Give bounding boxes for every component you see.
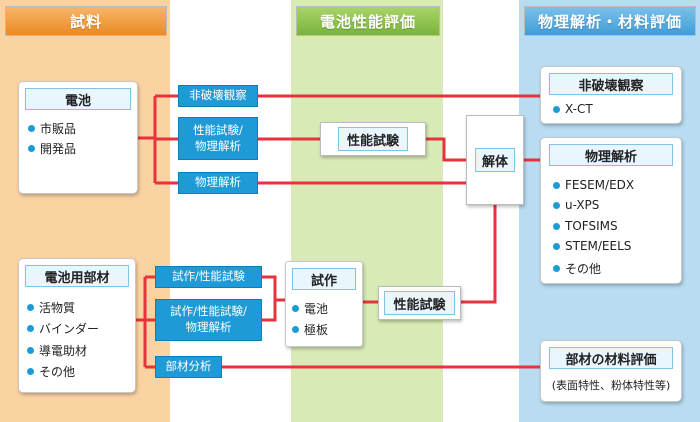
bullet-icon [553,265,560,272]
material-eval-title: 部材の材料評価 [549,347,673,369]
trial-item-battery: 電池 [292,300,328,317]
trial-box: 試作 電池 極板 [285,261,363,347]
perf-test-top-box: 性能試験 [320,122,426,156]
link-trial-perf: 試作/性能試験 [155,266,262,288]
bullet-icon [553,222,560,230]
battery-sample-box: 電池 市販品 開発品 [18,81,138,194]
perf-test-top-label: 性能試験 [337,127,408,151]
link-phys: 物理解析 [178,172,258,194]
bullet-icon [292,305,299,312]
link-perf-phys-line1: 性能試験/ [193,122,243,137]
materials-sample-title: 電池用部材 [25,265,129,287]
analysis-column-title: 物理解析・材料評価 [524,6,696,36]
bullet-icon [27,347,34,354]
physical-item-tofsims: TOFSIMS [553,219,618,233]
samples-column-title: 試料 [5,6,167,36]
link-nondestructive: 非破壊観察 [178,85,258,107]
bullet-icon [27,325,34,332]
physical-item-other: その他 [553,260,601,277]
materials-item-other: その他 [27,363,75,380]
link-trial-perf-phys-line2: 物理解析 [185,320,232,334]
battery-eval-column [291,0,443,422]
trial-item-electrode: 極板 [292,321,328,338]
material-eval-note: (表面特性、粉体特性等) [551,379,671,392]
bullet-icon [28,145,35,152]
physical-analysis-title: 物理解析 [549,144,673,166]
bullet-icon [553,181,560,189]
nondestructive-item-xct: X-CT [553,102,593,116]
line-disassembly-to-bottom-perf [461,205,497,304]
bullet-icon [27,368,34,375]
link-material-analysis: 部材分析 [155,356,222,378]
battery-eval-column-title: 電池性能評価 [296,6,440,36]
trial-title: 試作 [292,268,356,290]
physical-item-xps: u-XPS [553,198,599,212]
material-eval-box: 部材の材料評価 (表面特性、粉体特性等) [540,340,682,402]
bullet-icon [28,125,35,132]
line-perf-to-disassembly [426,137,466,162]
link-trial-perf-phys: 試作/性能試験/ 物理解析 [155,299,262,341]
bullet-icon [553,242,560,250]
nondestructive-box: 非破壊観察 X-CT [540,66,682,124]
physical-item-stem: STEM/EELS [553,239,631,253]
battery-sample-title: 電池 [25,88,131,110]
line-labels-bracket [262,275,277,322]
materials-item-binder: バインダー [27,320,99,337]
disassembly-box: 解体 [466,115,524,205]
battery-item-development: 開発品 [28,140,76,157]
physical-item-fesem: FESEM/EDX [553,178,634,192]
perf-test-bottom-label: 性能試験 [384,291,455,315]
perf-test-bottom-box: 性能試験 [378,286,461,320]
bullet-icon [27,304,34,311]
bullet-icon [553,201,560,209]
link-trial-perf-phys-line1: 試作/性能試験/ [170,304,247,319]
battery-item-commercial: 市販品 [28,120,76,137]
bullet-icon [553,105,560,113]
materials-sample-box: 電池用部材 活物質 バインダー 導電助材 その他 [18,258,136,393]
materials-item-conductive: 導電助材 [27,342,87,359]
link-perf-phys: 性能試験/ 物理解析 [178,117,258,160]
disassembly-label: 解体 [474,148,515,172]
link-perf-phys-line2: 物理解析 [195,138,241,153]
bullet-icon [292,326,299,333]
nondestructive-title: 非破壊観察 [549,73,673,95]
materials-item-active: 活物質 [27,299,75,316]
physical-analysis-box: 物理解析 FESEM/EDX u-XPS TOFSIMS STEM/EELS そ… [540,137,682,284]
